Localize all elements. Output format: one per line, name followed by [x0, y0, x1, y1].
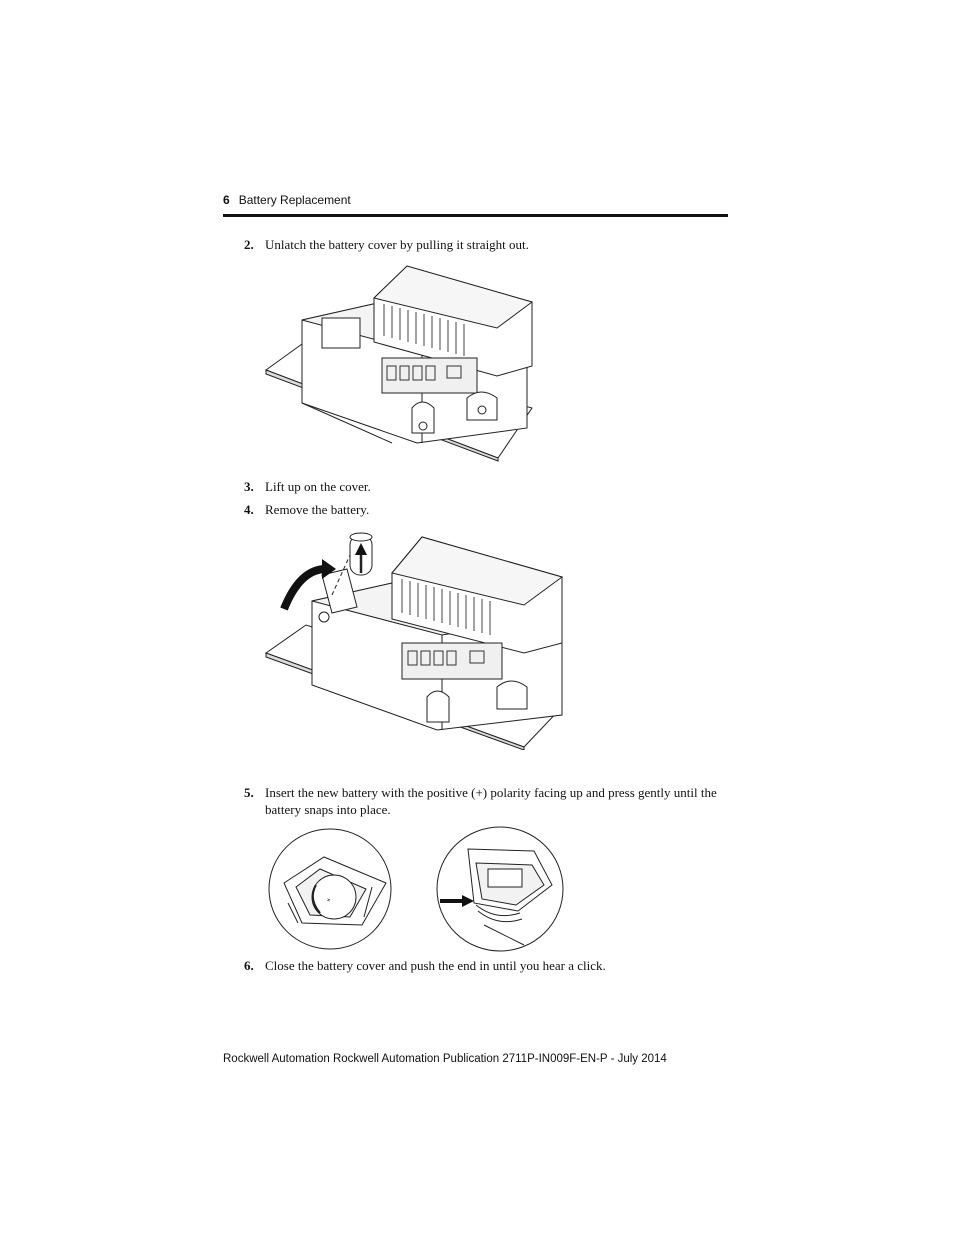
step-number: 4.	[244, 502, 254, 517]
step-text: Remove the battery.	[265, 502, 370, 517]
step-number: 6.	[244, 958, 254, 973]
step-text: Insert the new battery with the positive…	[265, 785, 717, 817]
figure-press-battery-detail	[434, 825, 566, 953]
running-header: 6 Battery Replacement	[223, 193, 351, 207]
step-number: 2.	[244, 237, 254, 252]
page-footer: Rockwell Automation Rockwell Automation …	[223, 1053, 667, 1065]
svg-text:+: +	[326, 897, 333, 905]
step-text: Unlatch the battery cover by pulling it …	[265, 237, 529, 252]
page-number: 6	[223, 193, 230, 207]
step-6: 6. Close the battery cover and push the …	[244, 957, 728, 974]
section-title: Battery Replacement	[238, 193, 351, 207]
header-rule	[223, 214, 728, 217]
step-3: 3. Lift up on the cover.	[244, 478, 728, 495]
figure-insert-battery-detail: +	[266, 827, 394, 952]
figure-unlatch-battery-cover	[262, 258, 552, 463]
step-number: 5.	[244, 785, 254, 800]
step-number: 3.	[244, 479, 254, 494]
step-text: Close the battery cover and push the end…	[265, 958, 606, 973]
step-2: 2. Unlatch the battery cover by pulling …	[244, 236, 728, 253]
figure-remove-battery	[262, 525, 572, 750]
step-5: 5. Insert the new battery with the posit…	[244, 784, 728, 818]
step-4: 4. Remove the battery.	[244, 501, 728, 518]
step-text: Lift up on the cover.	[265, 479, 371, 494]
